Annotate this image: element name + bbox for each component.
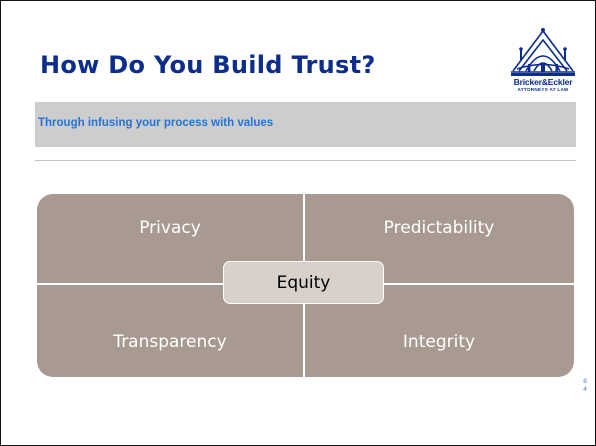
building-dome-icon	[511, 28, 575, 76]
quadrant-predictability: Predictability	[383, 218, 495, 238]
slide-title: How Do You Build Trust?	[40, 51, 376, 79]
bricker-eckler-logo: Bricker&Eckler ATTORNEYS AT LAW	[508, 27, 578, 95]
page-number-digit: 8	[583, 378, 587, 385]
quadrant-integrity: Integrity	[402, 332, 476, 352]
divider	[35, 160, 576, 161]
page-number: 8 4	[581, 378, 589, 394]
logo-name: Bricker&Eckler	[513, 77, 573, 87]
quadrant-transparency: Transparency	[113, 332, 227, 352]
center-equity: Equity	[223, 261, 384, 304]
page-number-digit: 4	[583, 386, 587, 393]
subtitle-bar: Through infusing your process with value…	[35, 102, 576, 147]
slide-subtitle: Through infusing your process with value…	[38, 117, 274, 129]
values-matrix: Privacy Predictability Transparency Inte…	[37, 194, 574, 377]
logo-tagline: ATTORNEYS AT LAW	[517, 87, 569, 92]
quadrant-privacy: Privacy	[139, 218, 201, 238]
